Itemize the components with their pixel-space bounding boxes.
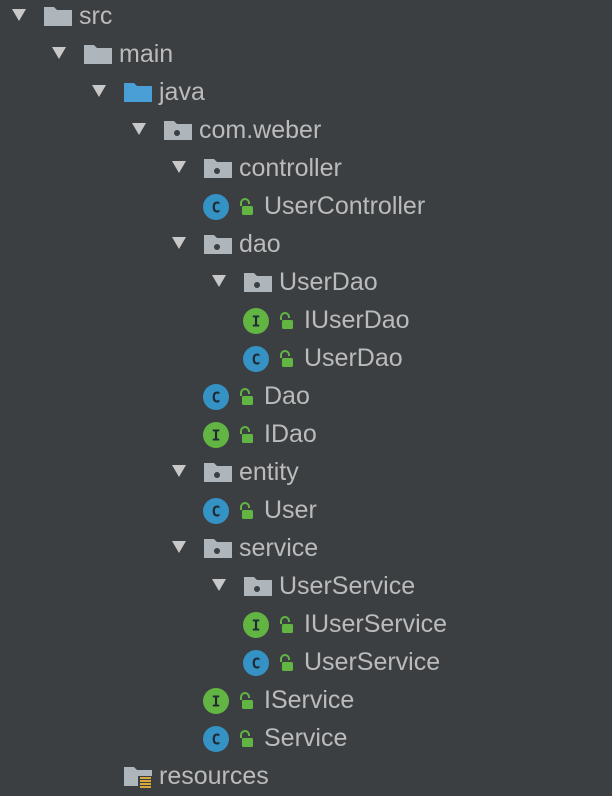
tree-item-label: IUserService: [304, 610, 448, 638]
folder-icon: [83, 42, 113, 71]
tree-item-label: UserDao: [279, 268, 378, 296]
tree-item-usercontroller[interactable]: C UserController: [0, 188, 612, 226]
tree-item-src[interactable]: src: [0, 0, 612, 36]
tree-item-main[interactable]: main: [0, 36, 612, 74]
svg-text:C: C: [211, 503, 220, 521]
tree-item-label: com.weber: [199, 116, 322, 144]
lock-icon: [238, 502, 254, 525]
tree-item-label: IUserDao: [304, 306, 410, 334]
expand-arrow-icon[interactable]: [172, 161, 186, 173]
expand-arrow-icon[interactable]: [172, 237, 186, 249]
expand-arrow-icon[interactable]: [92, 85, 106, 97]
interface-icon: I: [242, 307, 270, 340]
class-icon: C: [202, 193, 230, 226]
svg-text:I: I: [211, 427, 220, 445]
svg-text:C: C: [251, 351, 260, 369]
lock-icon: [238, 426, 254, 449]
expand-arrow-icon[interactable]: [12, 9, 26, 21]
tree-item-resources[interactable]: resources: [0, 758, 612, 796]
tree-item-label: UserController: [264, 192, 426, 220]
tree-item-label: IService: [264, 686, 355, 714]
source-folder-icon: [123, 80, 153, 109]
tree-item-dao[interactable]: C Dao: [0, 378, 612, 416]
expand-arrow-icon[interactable]: [172, 465, 186, 477]
lock-icon: [238, 692, 254, 715]
class-icon: C: [242, 345, 270, 378]
package-icon: [203, 460, 233, 489]
tree-item-dao[interactable]: dao: [0, 226, 612, 264]
tree-item-entity[interactable]: entity: [0, 454, 612, 492]
class-icon: C: [242, 649, 270, 682]
lock-icon: [238, 198, 254, 221]
tree-item-idao[interactable]: I IDao: [0, 416, 612, 454]
package-icon: [203, 232, 233, 261]
lock-icon: [238, 730, 254, 753]
tree-item-userservice[interactable]: UserService: [0, 568, 612, 606]
tree-item-label: entity: [239, 458, 299, 486]
tree-item-label: java: [159, 78, 205, 106]
tree-item-label: Dao: [264, 382, 310, 410]
tree-item-label: UserDao: [304, 344, 403, 372]
package-icon: [203, 156, 233, 185]
svg-text:C: C: [211, 389, 220, 407]
tree-item-label: service: [239, 534, 319, 562]
lock-icon: [278, 654, 294, 677]
tree-item-label: UserService: [279, 572, 416, 600]
expand-arrow-icon[interactable]: [212, 579, 226, 591]
folder-icon: [43, 4, 73, 33]
tree-item-label: IDao: [264, 420, 317, 448]
lock-icon: [238, 388, 254, 411]
lock-icon: [278, 616, 294, 639]
package-icon: [203, 536, 233, 565]
svg-text:C: C: [251, 655, 260, 673]
expand-arrow-icon[interactable]: [212, 275, 226, 287]
class-icon: C: [202, 725, 230, 758]
interface-icon: I: [242, 611, 270, 644]
package-icon: [163, 118, 193, 147]
expand-arrow-icon[interactable]: [52, 47, 66, 59]
svg-text:C: C: [211, 199, 220, 217]
tree-item-service[interactable]: service: [0, 530, 612, 568]
tree-item-userdao[interactable]: UserDao: [0, 264, 612, 302]
tree-item-iservice[interactable]: I IService: [0, 682, 612, 720]
svg-text:I: I: [211, 693, 220, 711]
tree-item-label: Service: [264, 724, 348, 752]
tree-item-controller[interactable]: controller: [0, 150, 612, 188]
tree-item-label: resources: [159, 762, 269, 790]
tree-item-service[interactable]: C Service: [0, 720, 612, 758]
expand-arrow-icon[interactable]: [172, 541, 186, 553]
tree-item-userservice[interactable]: C UserService: [0, 644, 612, 682]
expand-arrow-icon[interactable]: [132, 123, 146, 135]
tree-item-label: main: [119, 40, 174, 68]
class-icon: C: [202, 383, 230, 416]
tree-item-label: controller: [239, 154, 342, 182]
tree-item-iuserdao[interactable]: I IUserDao: [0, 302, 612, 340]
tree-item-iuserservice[interactable]: I IUserService: [0, 606, 612, 644]
tree-item-label: src: [79, 2, 113, 30]
package-icon: [243, 574, 273, 603]
tree-item-userdao[interactable]: C UserDao: [0, 340, 612, 378]
tree-item-label: User: [264, 496, 317, 524]
tree-item-com-weber[interactable]: com.weber: [0, 112, 612, 150]
interface-icon: I: [202, 687, 230, 720]
package-icon: [243, 270, 273, 299]
lock-icon: [278, 312, 294, 335]
svg-text:I: I: [251, 313, 260, 331]
tree-item-java[interactable]: java: [0, 74, 612, 112]
svg-text:I: I: [251, 617, 260, 635]
resources-folder-icon: [123, 764, 153, 793]
tree-item-label: UserService: [304, 648, 441, 676]
tree-item-user[interactable]: C User: [0, 492, 612, 530]
tree-item-label: dao: [239, 230, 281, 258]
svg-text:C: C: [211, 731, 220, 749]
interface-icon: I: [202, 421, 230, 454]
lock-icon: [278, 350, 294, 373]
class-icon: C: [202, 497, 230, 530]
